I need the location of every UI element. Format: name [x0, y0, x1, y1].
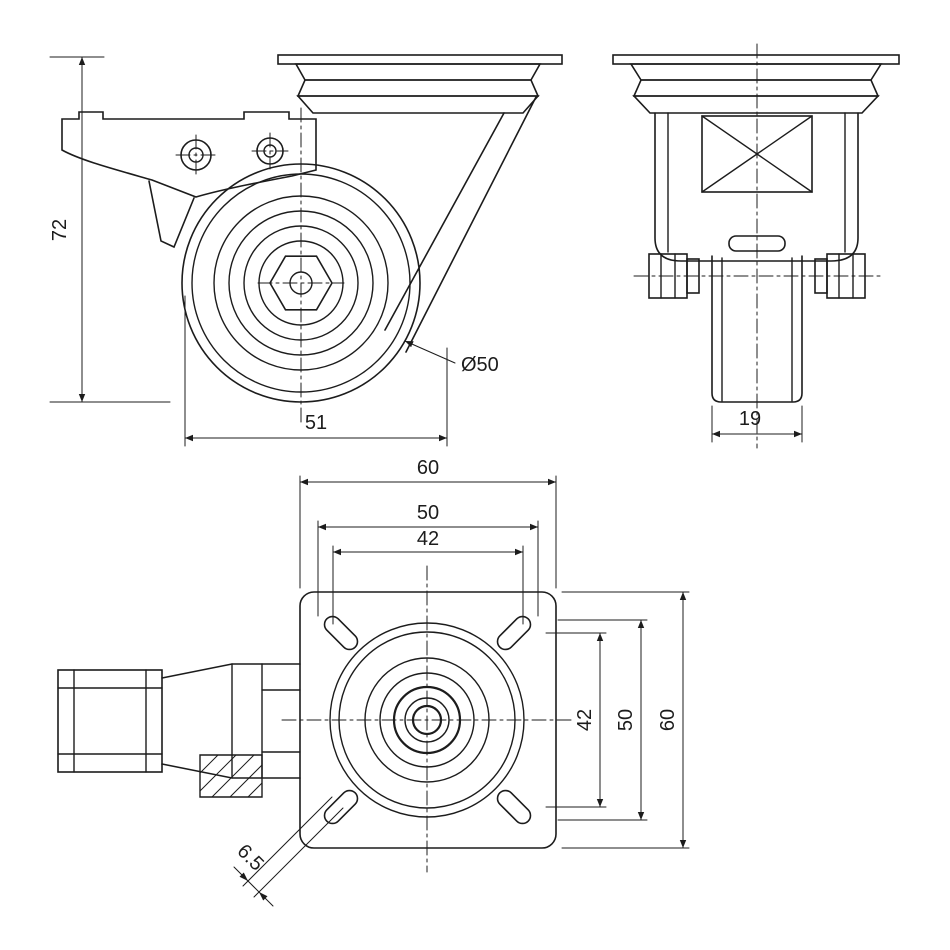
hatch-line	[247, 782, 263, 798]
housing-outline	[654, 112, 859, 262]
dimension-text-plate-width: 60	[417, 457, 439, 479]
dimension-line	[233, 866, 274, 907]
side-mounting-plate	[612, 54, 900, 114]
swivel-upper-race	[294, 63, 542, 81]
hatch-line	[199, 754, 219, 774]
brake-pad-section	[199, 754, 263, 798]
mounting-slot-top-right	[496, 615, 532, 651]
dimension-19: 19	[711, 405, 803, 443]
brake-housing	[61, 111, 317, 198]
swivel-lower-race	[632, 95, 880, 114]
hatch-line	[199, 754, 237, 792]
dimension-text-slot-width: 6.5	[233, 840, 268, 875]
dimension-text-hole-spacing-v-outer: 50	[615, 709, 637, 731]
mounting-slot-bottom-right	[496, 789, 532, 825]
brake-pedal	[57, 669, 163, 773]
hatch-line	[211, 754, 255, 798]
top-brake-lever	[57, 663, 301, 798]
dimension-6-5-slot: 6.5	[233, 796, 344, 907]
lever-arm-top-edge	[161, 663, 301, 679]
swivel-ball-race	[632, 79, 880, 97]
mounting-slot-top-left	[323, 615, 359, 651]
front-fork	[384, 96, 537, 353]
leader-line	[404, 340, 456, 364]
side-view: 19	[612, 43, 900, 449]
plate-edge	[612, 54, 900, 65]
label-wheel-diameter: Ø50	[404, 340, 499, 376]
dimension-60-right: 60	[561, 591, 690, 849]
brake-lever-arm	[148, 180, 195, 249]
front-brake-assembly	[61, 111, 317, 249]
dimension-42-top: 42	[332, 528, 524, 625]
extension-line	[242, 796, 333, 887]
dimension-51: 51	[184, 295, 448, 447]
dimension-text-wheel-diameter: Ø50	[461, 354, 499, 376]
dimension-arrowhead	[259, 892, 268, 901]
dimension-text-tread-width: 19	[739, 408, 761, 430]
kingpin-block	[701, 115, 813, 193]
swivel-lower-race	[296, 95, 540, 114]
dimension-50-right: 50	[557, 619, 648, 821]
dimension-60-top: 60	[299, 457, 557, 589]
lever-arm-bottom-edge	[161, 763, 301, 779]
front-view: 72 51 Ø50	[49, 54, 563, 447]
extension-line	[253, 807, 344, 898]
swivel-upper-race	[629, 63, 883, 81]
mounting-slots	[323, 615, 532, 825]
dimension-text-plate-height: 60	[657, 709, 679, 731]
dimension-72: 72	[49, 56, 171, 403]
dimension-text-hole-spacing-h-inner: 42	[417, 528, 439, 550]
fork-inner-edge	[384, 112, 505, 331]
dimension-text-height: 72	[49, 219, 71, 241]
fork-outer-edge	[405, 96, 537, 353]
dimension-text-hole-spacing-v-inner: 42	[574, 709, 596, 731]
dimension-42-right: 42	[545, 632, 607, 808]
front-mounting-plate	[277, 54, 563, 114]
dimension-50-top: 50	[317, 502, 539, 617]
swivel-ball-race	[296, 79, 540, 97]
dimension-text-hole-spacing-h-outer: 50	[417, 502, 439, 524]
dimension-arrowhead	[239, 872, 248, 881]
hatch-line	[229, 764, 263, 798]
top-view: 60 50 42 42 50	[57, 457, 690, 907]
dimension-text-width: 51	[305, 412, 327, 434]
mounting-slot-bottom-left	[323, 789, 359, 825]
plate-edge	[277, 54, 563, 65]
